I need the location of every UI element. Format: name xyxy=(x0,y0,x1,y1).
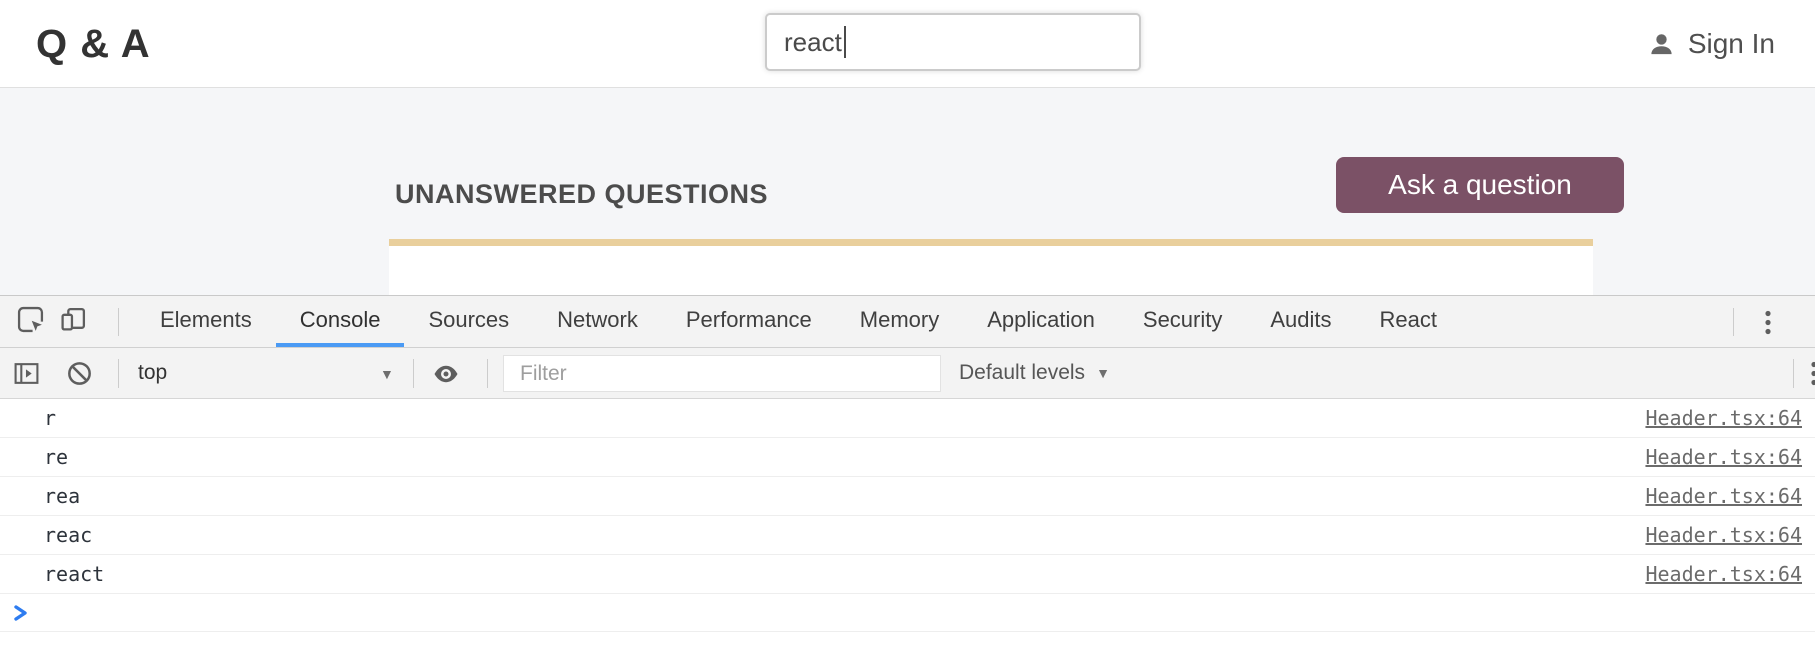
toolbar-divider xyxy=(487,359,488,388)
tab-elements[interactable]: Elements xyxy=(136,296,276,347)
search-input-value: react xyxy=(784,27,842,58)
log-level-selector[interactable]: Default levels ▼ xyxy=(959,348,1110,398)
toolbar-divider xyxy=(118,359,119,388)
console-sidebar-toggle-icon[interactable] xyxy=(13,360,40,387)
console-log-row: re Header.tsx:64 xyxy=(0,438,1815,477)
log-source-link[interactable]: Header.tsx:64 xyxy=(1645,406,1802,430)
inspect-element-icon[interactable] xyxy=(17,306,44,333)
frame-context-value: top xyxy=(138,361,167,385)
devtools-tabbar: Elements Console Sources Network Perform… xyxy=(0,296,1815,348)
site-logo: Q & A xyxy=(36,0,151,88)
text-cursor xyxy=(844,26,846,58)
log-message: r xyxy=(44,406,56,430)
toolbar-divider-right xyxy=(1793,359,1794,388)
questions-card xyxy=(389,239,1593,295)
search-input[interactable]: react xyxy=(765,13,1141,71)
log-source-link[interactable]: Header.tsx:64 xyxy=(1645,484,1802,508)
console-toolbar: top ▼ Default levels ▼ xyxy=(0,348,1815,399)
section-title: UNANSWERED QUESTIONS xyxy=(395,179,768,210)
person-icon xyxy=(1648,31,1675,58)
sign-in-label: Sign In xyxy=(1688,28,1775,60)
log-source-link[interactable]: Header.tsx:64 xyxy=(1645,523,1802,547)
tab-memory[interactable]: Memory xyxy=(836,296,963,347)
log-message: re xyxy=(44,445,68,469)
tab-react[interactable]: React xyxy=(1356,296,1461,347)
ask-question-button[interactable]: Ask a question xyxy=(1336,157,1624,213)
log-message: rea xyxy=(44,484,80,508)
chevron-down-icon: ▼ xyxy=(380,366,394,382)
log-source-link[interactable]: Header.tsx:64 xyxy=(1645,445,1802,469)
sign-in-button[interactable]: Sign In xyxy=(1648,0,1775,88)
device-toolbar-icon[interactable] xyxy=(60,306,87,333)
tab-audits[interactable]: Audits xyxy=(1246,296,1355,347)
frame-context-selector[interactable]: top xyxy=(138,348,398,398)
console-settings-icon[interactable] xyxy=(1809,360,1815,387)
log-source-link[interactable]: Header.tsx:64 xyxy=(1645,562,1802,586)
devtools-panel: Elements Console Sources Network Perform… xyxy=(0,295,1815,660)
console-filter-input[interactable] xyxy=(503,355,941,392)
page-body: UNANSWERED QUESTIONS Ask a question xyxy=(0,88,1815,295)
tab-sources[interactable]: Sources xyxy=(404,296,533,347)
console-log-row: reac Header.tsx:64 xyxy=(0,516,1815,555)
devtools-tabs: Elements Console Sources Network Perform… xyxy=(136,296,1461,347)
console-prompt-input[interactable] xyxy=(0,594,1815,632)
live-expression-eye-icon[interactable] xyxy=(433,361,459,387)
tabbar-divider-right xyxy=(1733,308,1734,336)
log-message: reac xyxy=(44,523,92,547)
tab-security[interactable]: Security xyxy=(1119,296,1246,347)
site-header: Q & A react Sign In xyxy=(0,0,1815,88)
devtools-menu-icon[interactable] xyxy=(1764,309,1772,336)
console-log-row: react Header.tsx:64 xyxy=(0,555,1815,594)
log-level-value: Default levels xyxy=(959,361,1085,385)
clear-console-icon[interactable] xyxy=(66,360,93,387)
tab-performance[interactable]: Performance xyxy=(662,296,836,347)
tab-network[interactable]: Network xyxy=(533,296,662,347)
tab-console[interactable]: Console xyxy=(276,296,405,347)
toolbar-divider xyxy=(118,308,119,336)
chevron-down-icon: ▼ xyxy=(1096,365,1110,381)
console-messages: r Header.tsx:64 re Header.tsx:64 rea Hea… xyxy=(0,399,1815,632)
log-message: react xyxy=(44,562,104,586)
console-prompt-chevron-icon xyxy=(13,604,29,622)
tab-application[interactable]: Application xyxy=(963,296,1119,347)
console-log-row: r Header.tsx:64 xyxy=(0,399,1815,438)
console-log-row: rea Header.tsx:64 xyxy=(0,477,1815,516)
toolbar-divider xyxy=(413,359,414,388)
